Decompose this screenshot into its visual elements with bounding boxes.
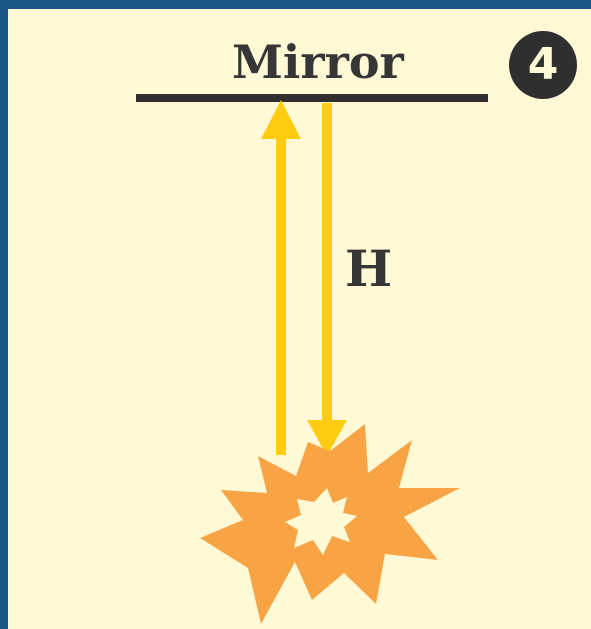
number-badge-icon: 4 [509,31,577,99]
mirror-label: Mirror [232,35,404,89]
burst-inner [285,488,357,555]
height-label: H [345,239,393,298]
down-arrow-head [307,420,347,456]
burst-icon [200,424,460,624]
up-arrow-head [261,100,301,139]
